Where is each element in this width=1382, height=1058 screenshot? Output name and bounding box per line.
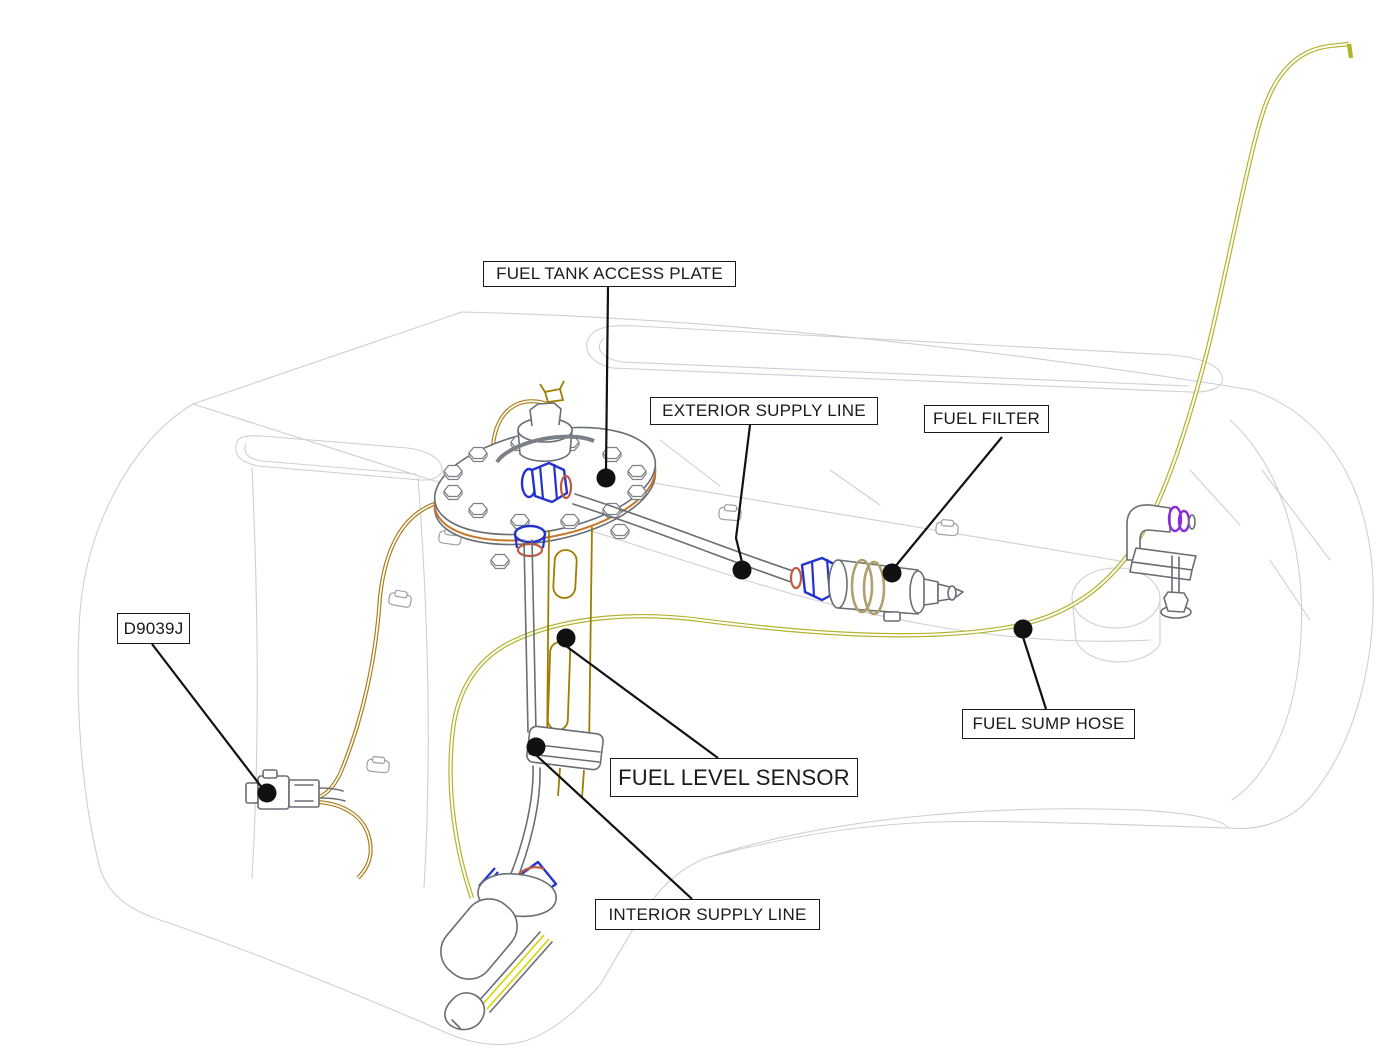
dot-connector bbox=[257, 783, 277, 803]
fuel-level-sensor bbox=[504, 526, 604, 893]
callout-fuel-filter: FUEL FILTER bbox=[924, 405, 1049, 433]
plate-center-cap bbox=[495, 380, 595, 464]
dot-access-plate bbox=[596, 468, 616, 488]
under-plate-fitting bbox=[513, 524, 547, 558]
connector-wires bbox=[318, 787, 346, 802]
callout-leaders bbox=[151, 286, 1048, 900]
callout-fuel-level-sensor: FUEL LEVEL SENSOR bbox=[610, 758, 858, 797]
dot-exterior-supply bbox=[732, 560, 752, 580]
hose-clamp bbox=[495, 434, 595, 464]
fuel-sump-hose bbox=[448, 41, 1354, 899]
callout-connector-d9039j: D9039J bbox=[117, 613, 190, 644]
sensor-collar bbox=[526, 725, 604, 799]
fuel-pump-pickup bbox=[440, 860, 558, 1031]
dot-fuel-filter bbox=[882, 563, 902, 583]
vent-fitting bbox=[1126, 504, 1197, 619]
gold-fitting bbox=[543, 387, 565, 403]
strainer bbox=[444, 992, 486, 1031]
pickup-tube bbox=[477, 931, 553, 1013]
dot-interior-supply bbox=[526, 737, 546, 757]
callout-interior-supply-line: INTERIOR SUPPLY LINE bbox=[595, 899, 820, 930]
wiring-harness bbox=[315, 399, 554, 880]
pump-body bbox=[440, 898, 518, 980]
callout-exterior-supply-line: EXTERIOR SUPPLY LINE bbox=[650, 397, 878, 425]
callout-fuel-tank-access-plate: FUEL TANK ACCESS PLATE bbox=[483, 261, 736, 287]
dot-level-sensor bbox=[556, 628, 576, 648]
fuel-tank-access-plate bbox=[433, 380, 657, 570]
dot-sump-hose bbox=[1013, 619, 1033, 639]
callout-fuel-sump-hose: FUEL SUMP HOSE bbox=[962, 709, 1135, 739]
supply-union-fitting bbox=[520, 461, 573, 504]
